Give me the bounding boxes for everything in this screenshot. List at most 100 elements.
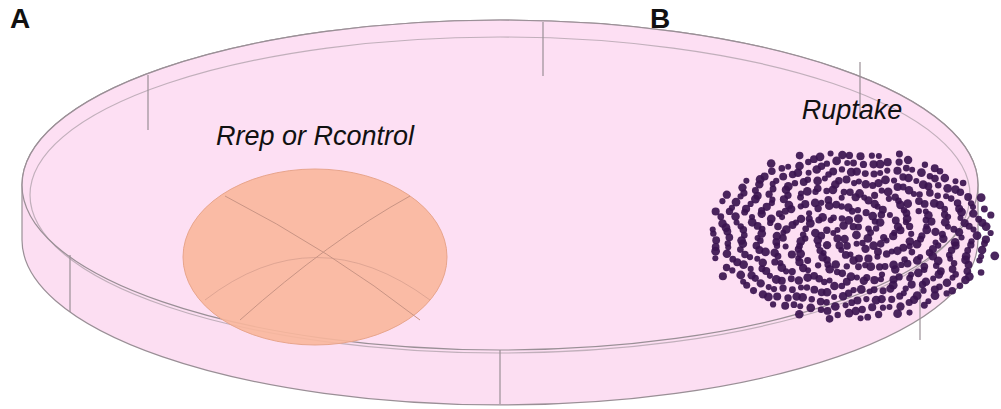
cell-dot bbox=[876, 153, 882, 159]
cell-dot bbox=[909, 167, 915, 173]
cell-dot bbox=[792, 292, 801, 301]
culture-dish bbox=[22, 20, 978, 405]
cell-dot bbox=[876, 218, 885, 227]
cell-dot bbox=[779, 165, 786, 172]
cell-dot bbox=[854, 241, 860, 247]
cell-dot bbox=[839, 292, 848, 301]
cell-dot bbox=[823, 241, 831, 249]
cell-dot bbox=[860, 277, 868, 285]
cell-dot bbox=[845, 309, 854, 318]
cell-dot bbox=[863, 209, 870, 216]
cell-dot bbox=[871, 200, 879, 208]
cell-dot bbox=[870, 276, 878, 284]
cell-dot bbox=[904, 156, 912, 164]
cell-dot bbox=[766, 284, 772, 290]
cell-dot bbox=[719, 198, 725, 204]
cell-dot bbox=[729, 205, 735, 211]
cell-dot bbox=[891, 177, 897, 183]
cell-dot bbox=[901, 207, 908, 214]
cell-dot bbox=[856, 152, 864, 160]
cell-dot bbox=[839, 215, 846, 222]
cell-dot bbox=[982, 222, 991, 231]
cell-dot bbox=[876, 160, 885, 169]
cell-dot bbox=[795, 246, 802, 253]
cell-dot bbox=[882, 263, 889, 270]
cell-dot bbox=[892, 217, 900, 225]
cell-dot bbox=[896, 226, 904, 234]
cell-dot bbox=[844, 263, 850, 269]
cell-dot bbox=[935, 242, 941, 248]
cell-dot bbox=[954, 199, 961, 206]
cell-dot bbox=[967, 241, 974, 248]
cell-dot bbox=[981, 240, 988, 247]
cell-dot bbox=[804, 176, 811, 183]
cell-dot bbox=[891, 265, 899, 273]
cell-dot bbox=[879, 206, 887, 214]
cell-dot bbox=[783, 268, 789, 274]
cell-dot bbox=[900, 184, 907, 191]
panel-letter: B bbox=[650, 4, 670, 35]
cell-dot bbox=[789, 268, 796, 275]
cell-dot bbox=[893, 309, 902, 318]
cell-dot bbox=[723, 264, 730, 271]
cell-dot bbox=[810, 286, 818, 294]
cell-dot bbox=[773, 232, 782, 241]
cell-dot bbox=[843, 302, 849, 308]
cell-dot bbox=[818, 307, 825, 314]
cell-dot bbox=[957, 189, 965, 197]
hemisphere-gridline bbox=[205, 258, 430, 301]
cell-dot bbox=[804, 284, 810, 290]
cell-dot bbox=[921, 267, 927, 273]
cell-dot bbox=[784, 294, 791, 301]
cell-dot bbox=[867, 229, 874, 236]
cell-dot bbox=[798, 203, 804, 209]
cell-dot bbox=[861, 245, 869, 253]
cell-dot bbox=[892, 193, 899, 200]
cell-dot bbox=[866, 262, 875, 271]
cell-dot bbox=[927, 218, 935, 226]
cell-dot bbox=[761, 172, 769, 180]
cell-dot bbox=[779, 284, 786, 291]
cell-dot bbox=[921, 302, 928, 309]
cell-dot bbox=[976, 257, 982, 263]
cell-dot bbox=[879, 188, 885, 194]
cell-dot bbox=[896, 293, 903, 300]
cell-dot bbox=[903, 214, 912, 223]
cell-dot bbox=[798, 190, 804, 196]
cell-dot bbox=[806, 303, 815, 312]
cell-dot bbox=[850, 160, 857, 167]
cell-dot bbox=[908, 281, 916, 289]
cell-dot bbox=[870, 170, 877, 177]
cell-dot bbox=[917, 168, 926, 177]
cell-dot bbox=[931, 228, 939, 236]
cell-dot bbox=[893, 246, 902, 255]
cell-dot bbox=[965, 261, 973, 269]
cell-dot bbox=[926, 189, 934, 197]
cell-dot bbox=[729, 256, 736, 263]
cell-dot bbox=[939, 231, 946, 238]
cell-dot bbox=[768, 168, 775, 175]
cell-dot bbox=[726, 234, 734, 242]
cell-dot bbox=[981, 206, 988, 213]
cell-dot bbox=[862, 180, 870, 188]
cell-dot bbox=[771, 286, 777, 292]
cell-dot bbox=[821, 279, 828, 286]
cell-dot bbox=[795, 310, 804, 319]
cell-dot bbox=[743, 178, 749, 184]
cell-dot bbox=[806, 210, 812, 216]
cell-dot bbox=[920, 288, 926, 294]
cell-dot bbox=[838, 283, 845, 290]
cell-dot bbox=[818, 213, 827, 222]
cell-dot bbox=[748, 266, 754, 272]
cell-dot bbox=[758, 265, 765, 272]
cell-dot bbox=[957, 283, 964, 290]
cell-dot bbox=[830, 282, 839, 291]
cell-dot bbox=[804, 257, 811, 264]
cell-dot bbox=[816, 152, 825, 161]
cell-dot bbox=[883, 250, 891, 258]
cell-dot bbox=[961, 276, 970, 285]
hemisphere bbox=[183, 169, 447, 345]
cell-dot bbox=[906, 243, 912, 249]
dish-body bbox=[22, 20, 978, 405]
cell-dot bbox=[855, 207, 861, 213]
